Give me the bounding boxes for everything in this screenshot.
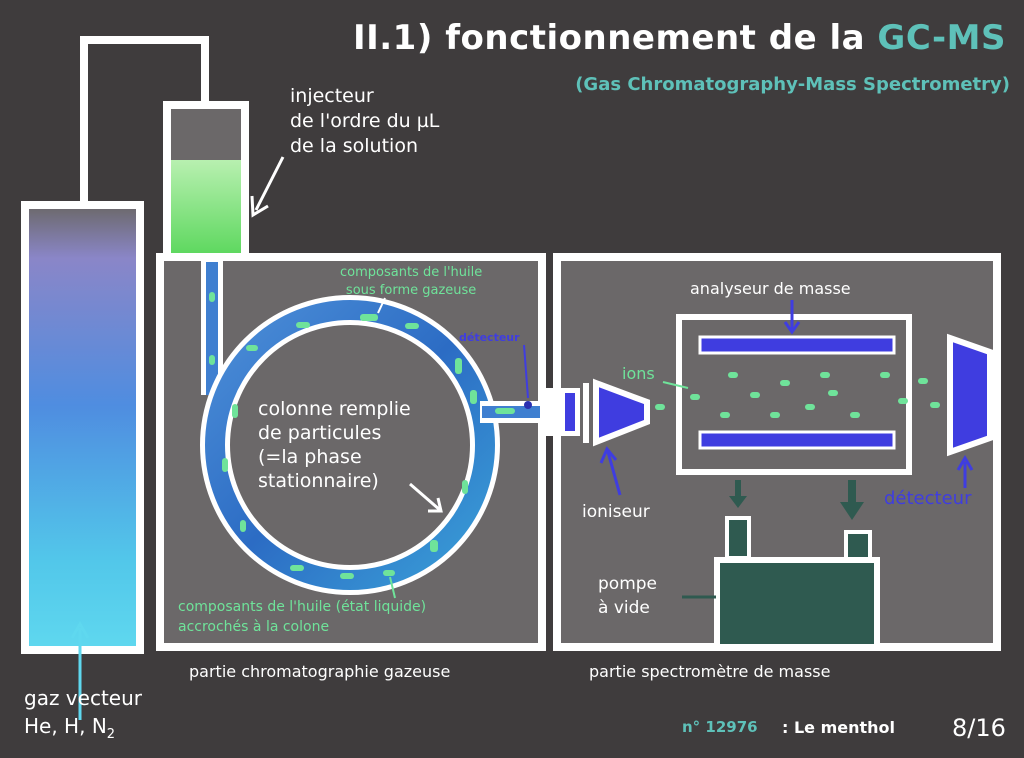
injector-label: injecteur de l'ordre du µL de la solutio… bbox=[290, 85, 440, 157]
gas-supply-pipe bbox=[80, 36, 209, 205]
gc-section-label: partie chromatographie gazeuse bbox=[189, 662, 451, 681]
mass-analyzer-label: analyseur de masse bbox=[690, 279, 851, 298]
slide-title: II.1) fonctionnement de la GC-MS bbox=[352, 18, 1006, 58]
gas-components-label: composants de l'huile sous forme gazeuse bbox=[340, 265, 483, 298]
carrier-gas-label: gaz vecteur He, H, N2 bbox=[24, 684, 142, 749]
vacuum-pump-body bbox=[714, 557, 880, 650]
gas-components-arrow bbox=[377, 297, 386, 314]
ionizer-label: ioniseur bbox=[582, 502, 650, 522]
vacuum-pump-label: pompe à vide bbox=[598, 574, 658, 618]
mass-analyzer-arrow bbox=[783, 300, 801, 335]
carrier-gas-formula: He, H, N2 bbox=[24, 714, 116, 742]
gas-component-particles bbox=[209, 292, 515, 579]
footer-number: n° 12976 bbox=[682, 718, 758, 736]
carrier-gas-arrow bbox=[70, 620, 90, 720]
gc-detector-label: détecteur bbox=[459, 331, 520, 344]
ions-arrow bbox=[662, 381, 689, 389]
ms-detector-arrow bbox=[956, 455, 974, 488]
ions-label: ions bbox=[622, 364, 655, 383]
page-number: 8/16 bbox=[952, 714, 1006, 742]
ms-section-label: partie spectromètre de masse bbox=[589, 662, 831, 681]
injector-arrow bbox=[250, 156, 285, 218]
liquid-components-arrow bbox=[389, 576, 396, 599]
column-arrow bbox=[409, 482, 443, 513]
ionizer-arrow bbox=[599, 446, 622, 496]
injector-solution bbox=[171, 160, 241, 253]
ms-detector-label: détecteur bbox=[884, 488, 972, 509]
ms-detector-shape bbox=[947, 333, 993, 457]
gc-detector-dot bbox=[524, 401, 532, 409]
carrier-gas-bottle bbox=[21, 201, 144, 654]
ionizer-shape bbox=[593, 378, 650, 447]
title-accent: GC-MS bbox=[877, 18, 1006, 58]
ion-particles bbox=[655, 372, 940, 418]
column-label: colonne remplie de particules (=la phase… bbox=[258, 398, 411, 492]
slide-subtitle: (Gas Chromatography-Mass Spectrometry) bbox=[575, 74, 1010, 95]
liquid-components-label: composants de l'huile (état liquide) acc… bbox=[178, 599, 427, 635]
footer-topic: : Le menthol bbox=[782, 718, 896, 737]
